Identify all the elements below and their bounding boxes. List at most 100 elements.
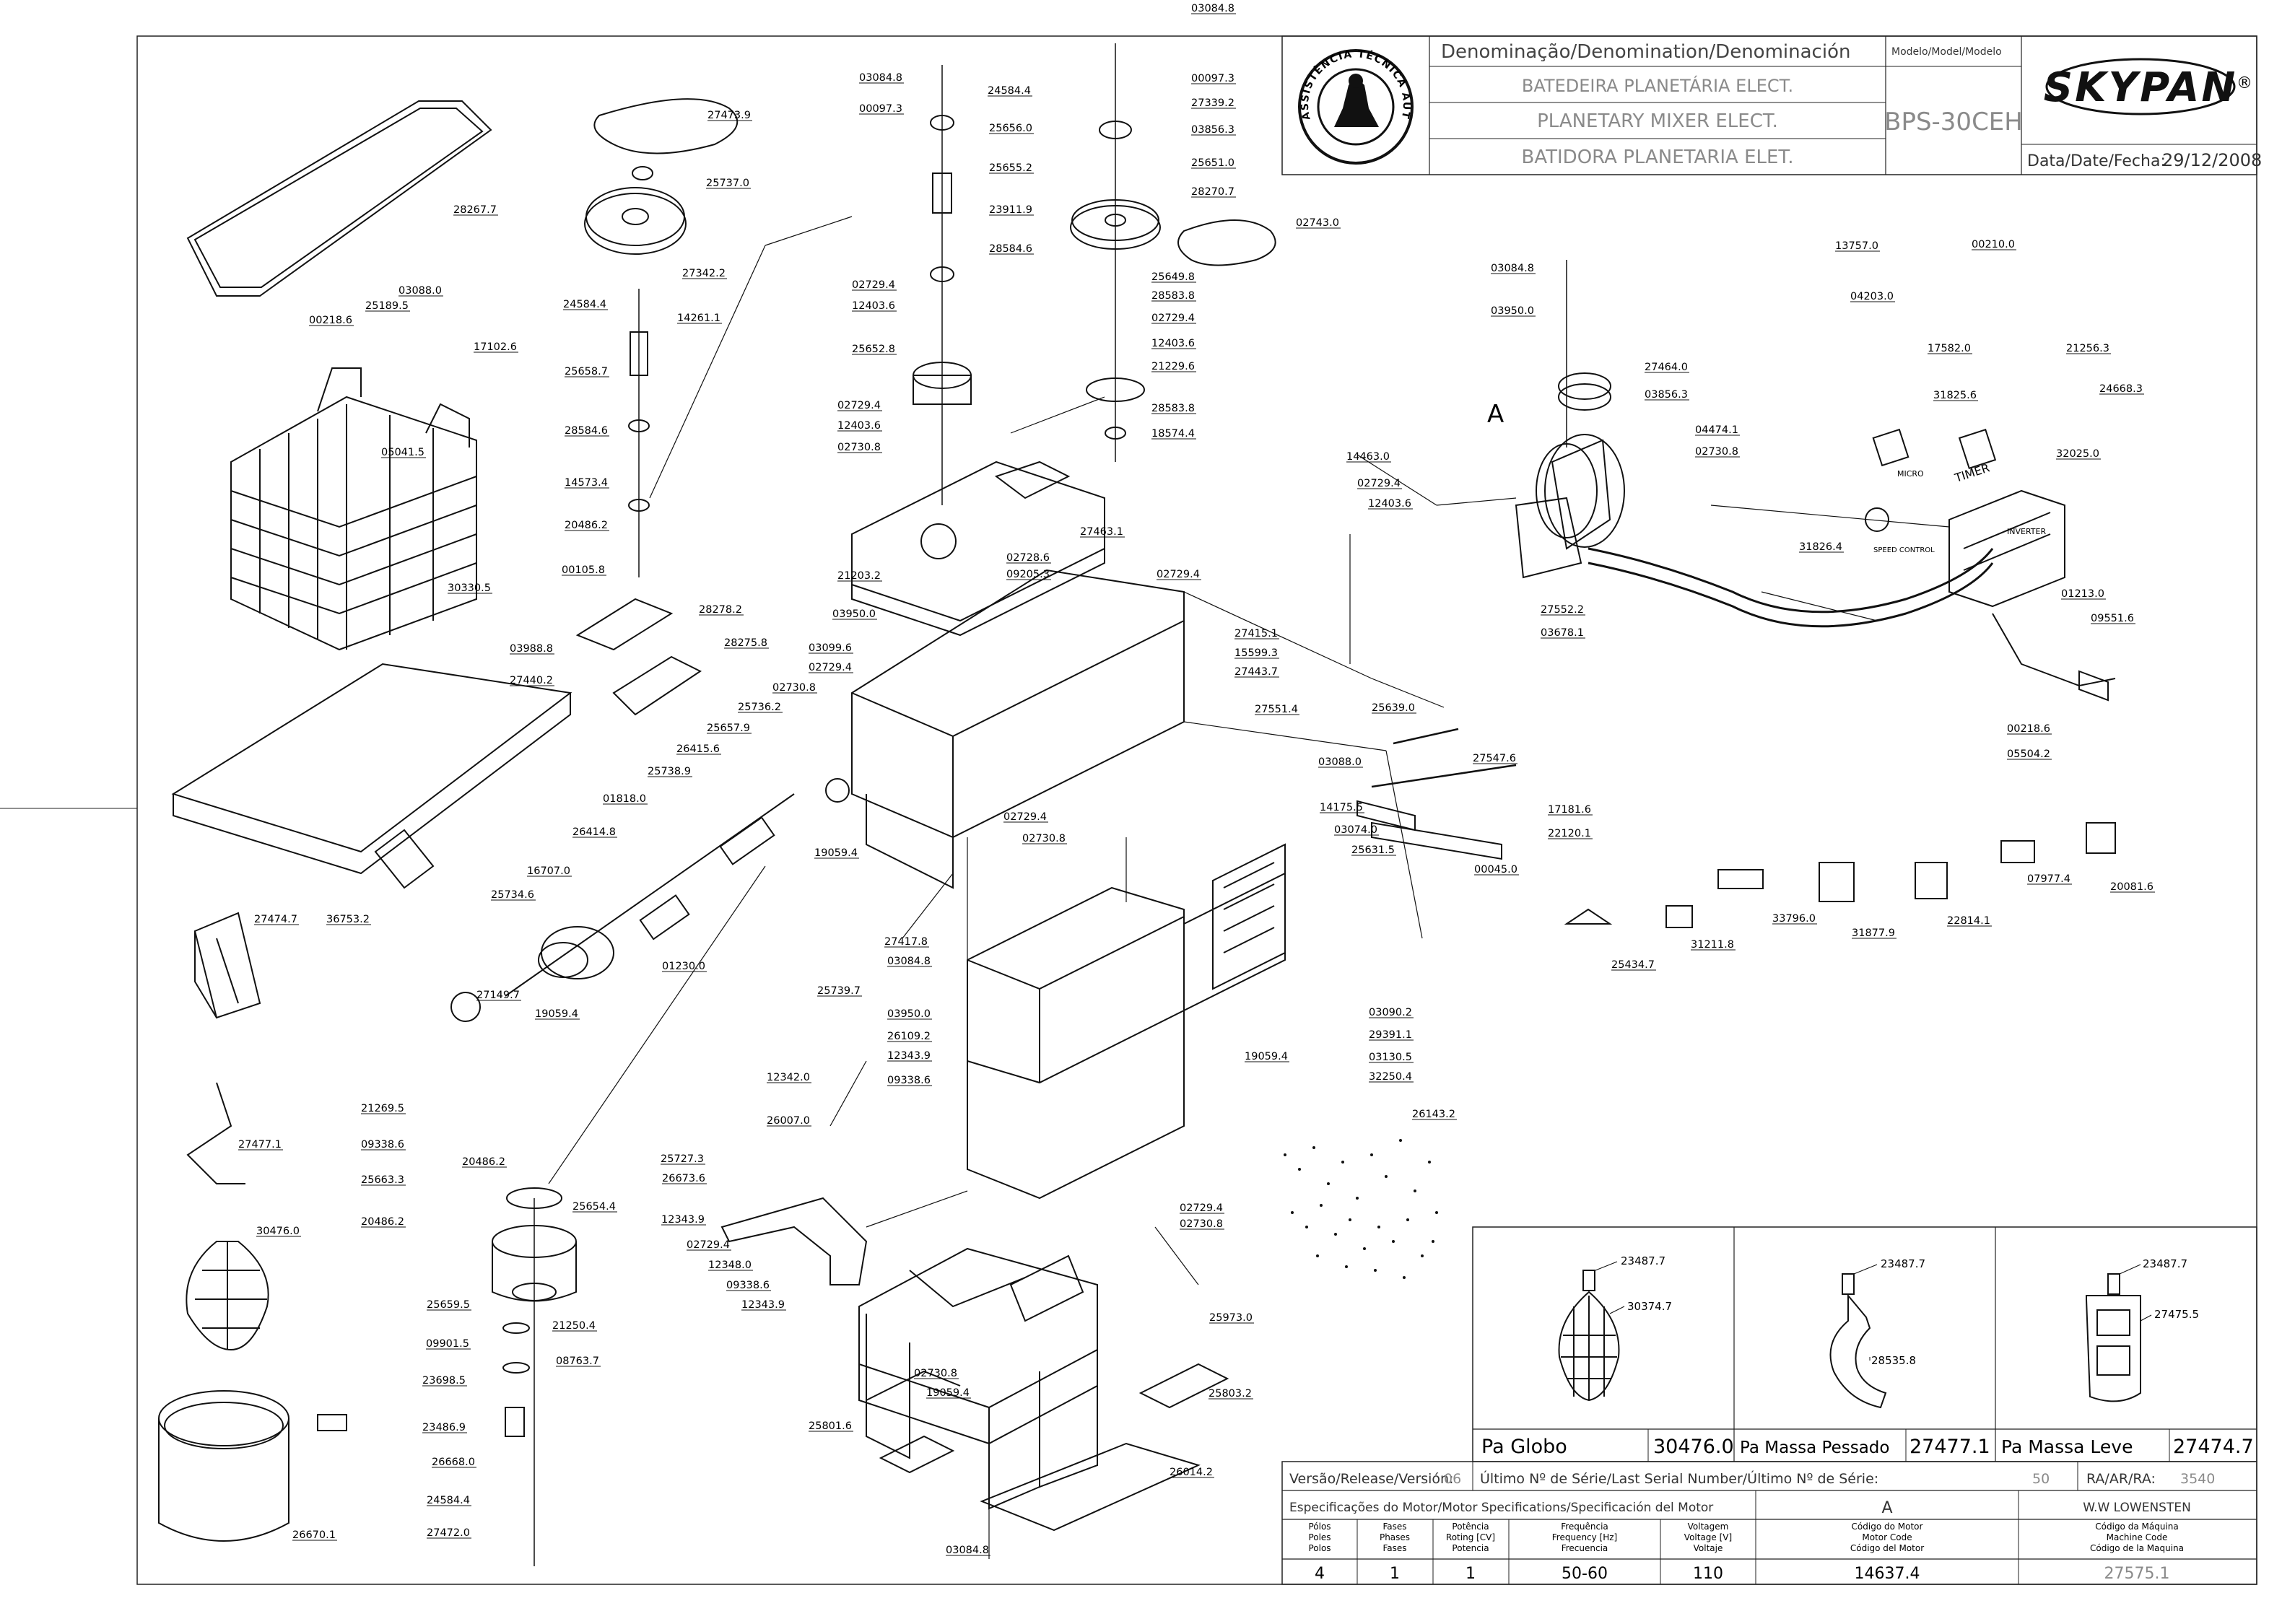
part-number-label: 12403.6 bbox=[1151, 338, 1195, 349]
part-number-label: 03130.5 bbox=[1369, 1052, 1412, 1063]
part-number-label: 00097.3 bbox=[1191, 73, 1234, 84]
part-number-label: 03084.8 bbox=[1491, 263, 1534, 274]
part-number-label: 25655.2 bbox=[989, 162, 1032, 174]
part-number-label: 25736.2 bbox=[738, 702, 781, 713]
part-number-label: 19059.4 bbox=[535, 1008, 578, 1020]
part-number-label: 02729.4 bbox=[1157, 569, 1200, 580]
spec-value-motor-code: 14637.4 bbox=[1855, 1565, 1920, 1583]
part-number-label: 12403.6 bbox=[852, 300, 895, 312]
part-number-label: 12343.9 bbox=[887, 1050, 931, 1062]
part-number-label: 20081.6 bbox=[2110, 881, 2154, 893]
part-number-label: 14463.0 bbox=[1346, 451, 1390, 463]
part-number-label: 25651.0 bbox=[1191, 157, 1234, 169]
part-number-label: 12403.6 bbox=[837, 420, 881, 432]
part-number-label: 19059.4 bbox=[814, 847, 858, 859]
part-number-label: 07977.4 bbox=[2027, 873, 2070, 885]
part-number-label: 08763.7 bbox=[556, 1355, 599, 1367]
date-label: Data/Date/Fecha: bbox=[2027, 152, 2166, 170]
part-number-label: 19059.4 bbox=[926, 1387, 970, 1399]
part-number-label: 02729.4 bbox=[1180, 1202, 1223, 1214]
screw-bag bbox=[1284, 1139, 1438, 1279]
spec-value-phases: 1 bbox=[1390, 1565, 1400, 1583]
machine-name-en: PLANETARY MIXER ELECT. bbox=[1537, 110, 1778, 132]
part-number-label: 27464.0 bbox=[1645, 362, 1688, 373]
spec-col-machine-code-l2: Machine Code bbox=[2107, 1532, 2168, 1542]
spec-col-motor-code-l3: Código del Motor bbox=[1850, 1543, 1924, 1553]
accessory-hook-part-b: 28535.8 bbox=[1871, 1354, 1916, 1367]
model-number: BPS-30CEH bbox=[1884, 108, 2023, 136]
part-number-label: 03090.2 bbox=[1369, 1007, 1412, 1018]
spec-col-motor-code-l1: Código do Motor bbox=[1852, 1522, 1923, 1532]
part-number-label: 27342.2 bbox=[682, 268, 726, 279]
part-number-label: 14175.5 bbox=[1320, 802, 1363, 813]
part-number-label: 01230.0 bbox=[662, 961, 705, 972]
spec-col-phases-l1: Fases bbox=[1382, 1522, 1406, 1532]
part-number-label: 12343.9 bbox=[661, 1214, 705, 1226]
date-value: 29/12/2008 bbox=[2162, 150, 2262, 170]
part-number-label: 23486.9 bbox=[422, 1422, 466, 1433]
part-number-label: 30330.5 bbox=[448, 582, 491, 594]
denomination-header: Denominação/Denomination/Denominación bbox=[1441, 41, 1850, 63]
part-number-label: 02730.8 bbox=[772, 682, 816, 694]
part-number-label: 33796.0 bbox=[1772, 913, 1816, 925]
spec-col-frequency-l3: Frecuencia bbox=[1562, 1543, 1608, 1553]
part-number-label: 02729.4 bbox=[809, 662, 852, 673]
timer-label: TIMER bbox=[1952, 460, 1991, 485]
spec-col-phases-l2: Phases bbox=[1380, 1532, 1410, 1542]
part-number-label: 03950.0 bbox=[832, 608, 876, 620]
accessory-beater-name: Pa Massa Leve bbox=[2001, 1436, 2133, 1457]
part-number-label: 02729.4 bbox=[1357, 478, 1401, 489]
brand-registered-mark: ® bbox=[2237, 74, 2252, 92]
spec-col-machine-code-l1: Código da Máquina bbox=[2095, 1522, 2178, 1532]
part-number-label: 27472.0 bbox=[427, 1527, 470, 1539]
part-number-label: 27474.7 bbox=[254, 914, 297, 925]
part-number-label: 25737.0 bbox=[706, 178, 749, 189]
spec-col-motor-code-l2: Motor Code bbox=[1862, 1532, 1912, 1542]
part-number-label: 17181.6 bbox=[1548, 804, 1591, 816]
part-number-label: 21256.3 bbox=[2066, 343, 2109, 354]
machine-name-es: BATIDORA PLANETARIA ELET. bbox=[1522, 147, 1794, 168]
part-number-label: 03084.8 bbox=[887, 956, 931, 967]
part-number-label: 21229.6 bbox=[1151, 361, 1195, 372]
part-number-label: 27443.7 bbox=[1234, 666, 1278, 678]
part-number-label: 02743.0 bbox=[1296, 217, 1339, 229]
part-number-label: 26143.2 bbox=[1412, 1109, 1455, 1120]
part-number-label: 09205.3 bbox=[1006, 569, 1050, 580]
part-number-label: 26109.2 bbox=[887, 1031, 931, 1042]
part-number-label: 02730.8 bbox=[914, 1368, 957, 1379]
part-number-label: 02729.4 bbox=[1003, 811, 1047, 823]
part-number-label: 25738.9 bbox=[648, 766, 691, 777]
part-number-label: 28278.2 bbox=[699, 604, 742, 616]
part-number-label: 28270.7 bbox=[1191, 186, 1234, 198]
part-number-label: 00218.6 bbox=[309, 315, 352, 326]
spec-col-frequency-l1: Frequência bbox=[1561, 1522, 1608, 1532]
speed-control-label: SPEED CONTROL bbox=[1873, 546, 1935, 554]
part-number-label: 24668.3 bbox=[2099, 383, 2143, 395]
part-number-label: 00097.3 bbox=[859, 103, 902, 115]
part-number-label: 22120.1 bbox=[1548, 828, 1591, 839]
part-number-label: 28584.6 bbox=[565, 425, 608, 437]
part-number-label: 31877.9 bbox=[1852, 927, 1895, 939]
ra-label: RA/AR/RA: bbox=[2086, 1471, 2156, 1487]
spec-value-frequency: 50-60 bbox=[1562, 1565, 1608, 1583]
part-number-label: 02730.8 bbox=[837, 442, 881, 453]
part-number-label: 03084.8 bbox=[1191, 3, 1234, 14]
part-number-label: 14261.1 bbox=[677, 313, 720, 324]
part-number-label: 26014.2 bbox=[1170, 1467, 1213, 1478]
part-number-label: 09338.6 bbox=[726, 1280, 770, 1291]
part-number-label: 26414.8 bbox=[572, 826, 616, 838]
part-number-label: 03099.6 bbox=[809, 642, 852, 654]
part-number-label: 24584.4 bbox=[427, 1495, 470, 1506]
part-number-label: 23911.9 bbox=[989, 204, 1032, 216]
part-number-label: 00105.8 bbox=[562, 564, 605, 576]
motor-spec-header: Especificações do Motor/Motor Specificat… bbox=[1289, 1501, 1713, 1515]
part-number-label: 27339.2 bbox=[1191, 97, 1234, 109]
part-number-label: 29391.1 bbox=[1369, 1029, 1412, 1041]
part-number-label: 31825.6 bbox=[1933, 390, 1977, 401]
part-number-label: 27440.2 bbox=[510, 675, 553, 686]
spec-col-phases-l3: Fases bbox=[1382, 1543, 1406, 1553]
part-number-label: 27552.2 bbox=[1541, 604, 1584, 616]
part-number-label: 23698.5 bbox=[422, 1375, 466, 1387]
part-number-label: 28275.8 bbox=[724, 637, 767, 649]
part-labels: 27473.928267.725737.027342.224584.414261… bbox=[238, 3, 2155, 1556]
